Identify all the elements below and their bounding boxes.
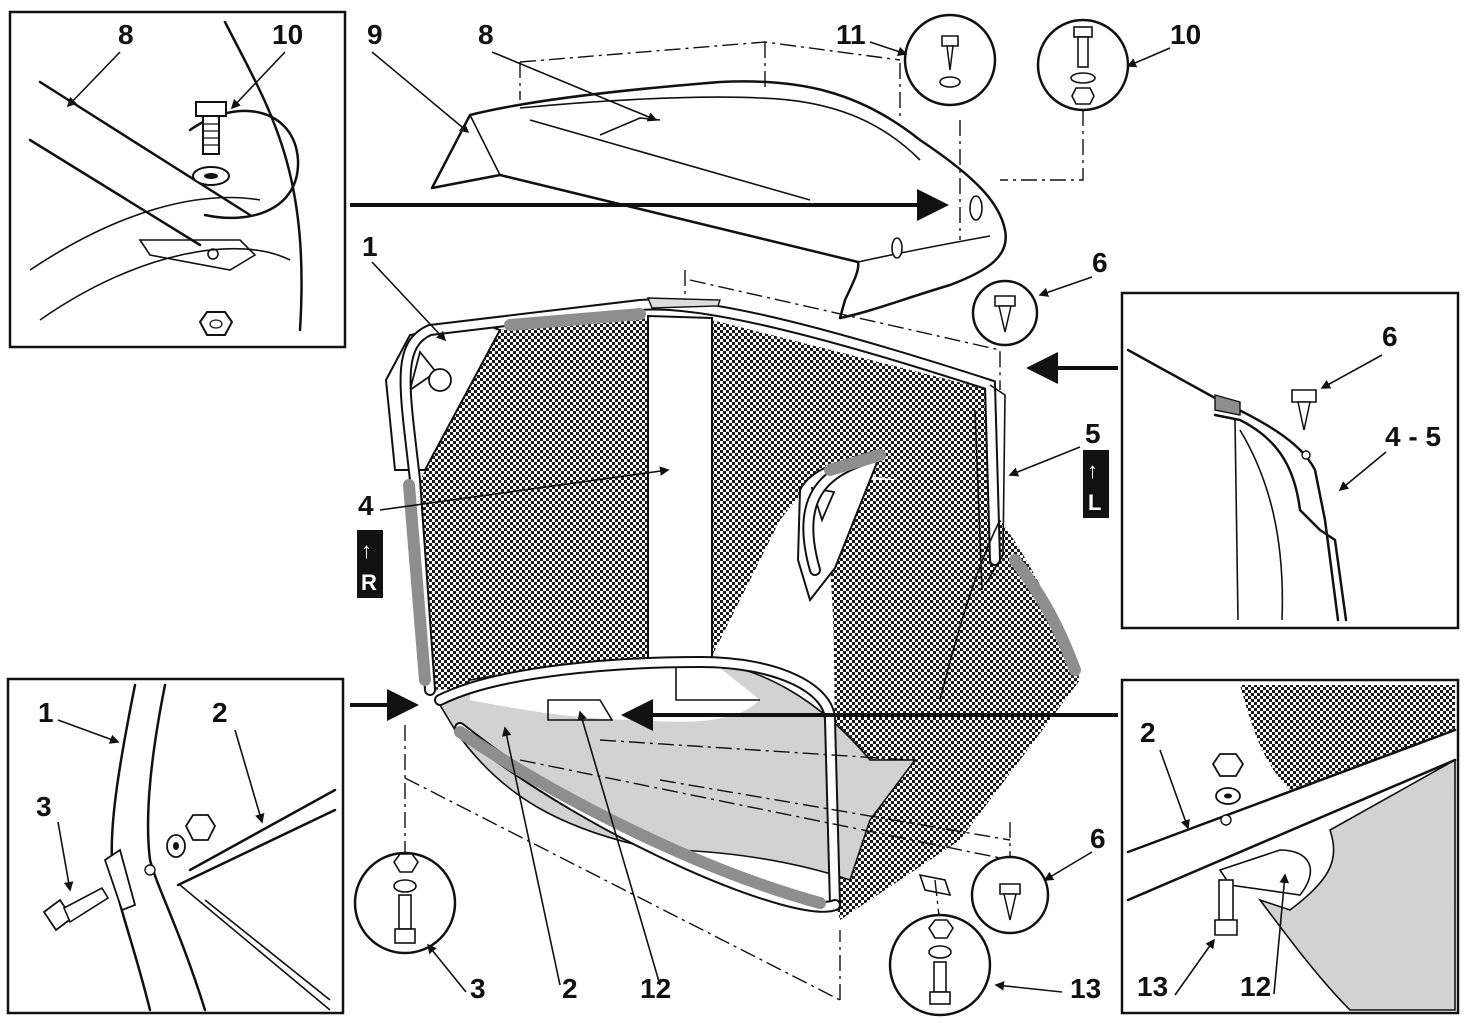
callout-label: 1 <box>362 231 378 262</box>
callout-label: 6 <box>1382 321 1398 352</box>
callout-label: 4 <box>358 490 374 521</box>
callout-label: 12 <box>640 973 671 1004</box>
callout-label: 8 <box>478 19 494 50</box>
callout-label: 11 <box>836 19 866 50</box>
mesh-left <box>420 318 650 690</box>
warning-triangle-icon <box>408 350 438 393</box>
svg-text:↑: ↑ <box>361 538 372 563</box>
screw-icon <box>1291 389 1317 431</box>
nut-icon <box>198 311 234 336</box>
side-badge-right: ↑ R <box>357 530 383 598</box>
hardware-circle-13 <box>888 913 992 1017</box>
top-cover <box>430 41 1007 320</box>
callout-label: 2 <box>212 697 228 728</box>
callout-label: 2 <box>562 973 578 1004</box>
callout-label: 9 <box>367 19 383 50</box>
hardware-circle-6-lower <box>970 855 1050 935</box>
bolt-icon <box>195 101 227 155</box>
floor-tab <box>547 699 614 721</box>
mesh-back-right <box>710 320 995 660</box>
callout-label: 13 <box>1070 973 1101 1004</box>
bolt-icon <box>42 886 110 932</box>
hardware-circle-11 <box>903 13 997 107</box>
callout-label: 4 - 5 <box>1385 421 1441 452</box>
detail-bottom-left: 1 2 3 <box>6 677 345 1015</box>
callout-label: 10 <box>1170 19 1201 50</box>
nut-icon <box>1211 753 1245 805</box>
detail-bottom-right: 2 13 12 <box>1120 678 1460 1015</box>
knob-icon <box>428 368 452 392</box>
grass-bag-assembly <box>384 297 1081 920</box>
handle-grip <box>454 726 826 909</box>
hardware-circle-10 <box>1036 18 1130 112</box>
detail-top-left: 8 10 <box>8 10 347 349</box>
hardware-circle-3 <box>353 851 457 955</box>
svg-text:↑: ↑ <box>1087 458 1098 483</box>
callout-label: 6 <box>1090 823 1106 854</box>
bolt-icon <box>1214 879 1238 936</box>
back-panel <box>647 314 713 674</box>
callout-label: 3 <box>36 791 52 822</box>
handle-grip <box>403 479 431 686</box>
handle-grip <box>504 308 646 331</box>
callout-label: 2 <box>1140 717 1156 748</box>
detail-top-left-frame <box>8 10 347 349</box>
svg-text:L: L <box>1088 490 1101 515</box>
callout-label: 5 <box>1085 418 1101 449</box>
callout-label: 13 <box>1137 971 1168 1002</box>
hardware-circle-6-upper <box>971 279 1039 347</box>
callout-label: 10 <box>272 19 303 50</box>
callout-label: 8 <box>118 19 134 50</box>
detail-mid-right: 6 4 - 5 <box>1120 291 1460 630</box>
callout-label: 12 <box>1240 971 1271 1002</box>
callout-label: 1 <box>38 697 54 728</box>
svg-text:R: R <box>361 570 377 595</box>
handle-grip <box>1009 554 1081 676</box>
nut-icon <box>166 814 217 858</box>
side-badge-left: ↑ L <box>1083 450 1109 518</box>
callout-label: 6 <box>1092 247 1108 278</box>
mounting-tab <box>138 239 257 271</box>
callout-label: 3 <box>470 973 486 1004</box>
